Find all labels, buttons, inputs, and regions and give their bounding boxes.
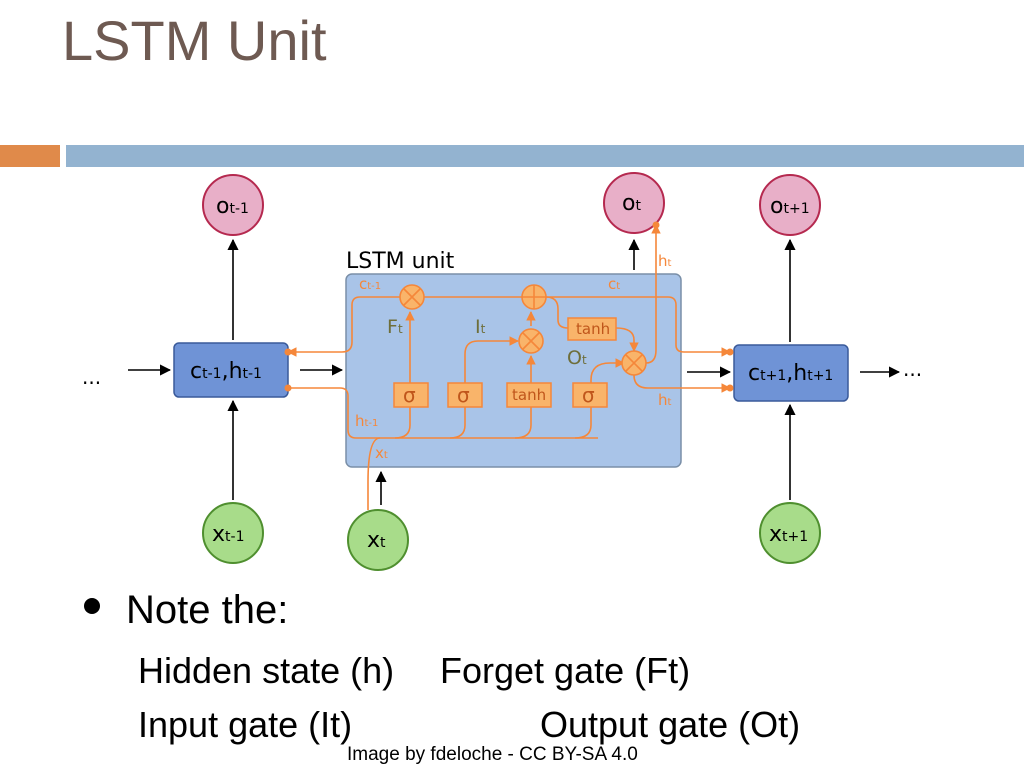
label-h-out-right: ht [658,391,672,409]
svg-text:ct+1,ht+1: ct+1,ht+1 [748,361,833,386]
multiply-op-output [621,350,647,376]
multiply-op-forget [399,284,425,310]
label-input: It [475,316,486,338]
lstm-unit-label: LSTM unit [346,249,455,274]
label-x-in: xt [375,444,388,462]
svg-text:xt+1: xt+1 [769,522,808,547]
gate-sigma-forget: σ [393,382,429,408]
svg-text:xt: xt [367,528,386,553]
input-node-next: xt+1 [759,502,821,564]
gate-sigma-output: σ [572,382,608,408]
svg-text:σ: σ [403,383,416,407]
gate-sigma-input: σ [447,382,483,408]
svg-text:ct-1,ht-1: ct-1,ht-1 [190,359,262,384]
output-node-curr: ot [603,172,665,234]
label-h-prev: ht-1 [355,412,378,430]
ellipsis-right: ... [903,357,922,381]
label-forget: Ft [387,316,403,338]
output-node-prev: ot-1 [202,174,264,236]
label-c-curr: ct [608,275,620,293]
svg-text:tanh: tanh [576,320,610,338]
svg-text:ot+1: ot+1 [770,194,810,219]
accent-bar-blue [66,145,1024,167]
note-hidden-state: Hidden state (h) [138,650,395,691]
image-credit: Image by fdeloche - CC BY-SA 4.0 [347,744,638,765]
gate-tanh-input: tanh [506,382,552,408]
gate-tanh-cell: tanh [567,317,617,341]
orange-dots [284,221,734,392]
multiply-op-input [518,328,544,354]
note-output-gate: Output gate (Ot) [540,704,801,745]
accent-bar-orange [0,145,60,167]
label-output: Ot [567,347,587,369]
add-op-cell [521,284,547,310]
note-input-gate: Input gate (It) [138,704,353,745]
bullet-lead: Note the: [126,588,289,632]
svg-text:ot: ot [622,191,641,216]
output-node-next: ot+1 [759,174,821,236]
label-c-prev: ct-1 [359,275,381,293]
ellipsis-left: ... [82,365,101,389]
svg-text:xt-1: xt-1 [212,522,244,547]
slide-title: LSTM Unit [62,9,327,72]
state-box-prev: ct-1,ht-1 [173,342,289,398]
orange-wiring [287,224,731,510]
input-node-prev: xt-1 [202,502,264,564]
state-box-next: ct+1,ht+1 [733,344,849,402]
svg-text:tanh: tanh [512,386,546,404]
svg-text:σ: σ [582,383,595,407]
bullet-dot [84,598,100,614]
label-h-out-top: ht [658,252,672,270]
input-node-curr: xt [347,509,409,571]
black-arrows [128,238,901,505]
svg-text:ot-1: ot-1 [216,194,249,219]
note-forget-gate: Forget gate (Ft) [440,650,691,691]
svg-text:σ: σ [457,383,470,407]
